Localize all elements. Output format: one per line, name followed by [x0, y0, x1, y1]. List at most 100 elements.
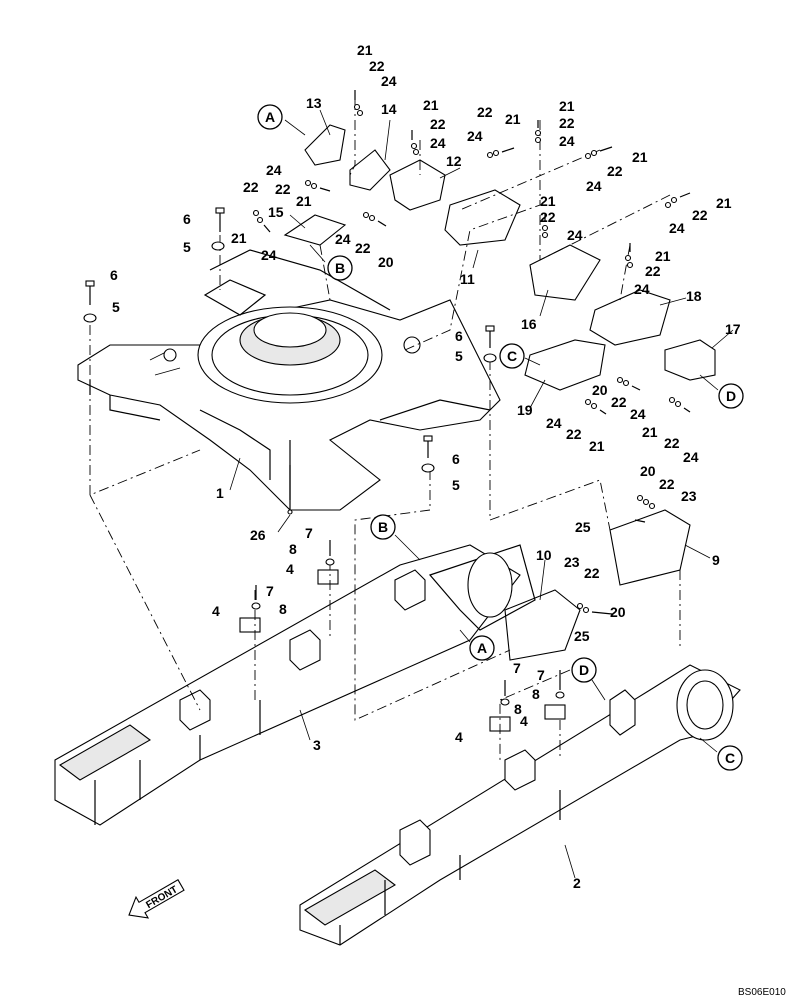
- drawing-code: BS06E010: [738, 987, 786, 998]
- front-arrow: FRONT: [128, 879, 185, 919]
- part-labels: 1 2 3 4 4 4 4 5 5 5 5 6 6 6 6 7 7 7 7 8 …: [110, 42, 741, 891]
- part-label-4: 4: [212, 603, 220, 619]
- part-label-4: 4: [286, 561, 294, 577]
- part-label-22: 22: [584, 565, 600, 581]
- ref-callouts: A B C D B A D C: [257, 104, 744, 771]
- part-label-26: 26: [250, 527, 266, 543]
- part-label-7: 7: [266, 583, 274, 599]
- part-label-24: 24: [381, 73, 397, 89]
- ref-circle-a-lower: A: [459, 629, 495, 661]
- ref-circle-c-lower: C: [699, 737, 743, 771]
- part-label-22: 22: [566, 426, 582, 442]
- part-label-22: 22: [645, 263, 661, 279]
- part-label-22: 22: [430, 116, 446, 132]
- ref-circle-d-top: D: [699, 374, 744, 409]
- part-label-22: 22: [664, 435, 680, 451]
- part-label-22: 22: [692, 207, 708, 223]
- part-label-21: 21: [540, 193, 556, 209]
- part-label-24: 24: [467, 128, 483, 144]
- part-label-24: 24: [630, 406, 646, 422]
- part-label-6: 6: [452, 451, 460, 467]
- part-label-8: 8: [514, 701, 522, 717]
- part-label-7: 7: [513, 660, 521, 676]
- part-label-5: 5: [112, 299, 120, 315]
- part-label-24: 24: [430, 135, 446, 151]
- part-label-4: 4: [455, 729, 463, 745]
- ref-circle-b-lower: B: [370, 514, 421, 561]
- upper-frame: [77, 249, 501, 511]
- ref-circle-a-top: A: [257, 104, 306, 136]
- part-label-22: 22: [243, 179, 259, 195]
- part-label-16: 16: [521, 316, 537, 332]
- part-label-21: 21: [642, 424, 658, 440]
- part-label-6: 6: [110, 267, 118, 283]
- part-label-5: 5: [183, 239, 191, 255]
- part-label-21: 21: [231, 230, 247, 246]
- part-label-24: 24: [634, 281, 650, 297]
- part-label-12: 12: [446, 153, 462, 169]
- part-label-10: 10: [536, 547, 552, 563]
- svg-text:A: A: [477, 640, 487, 656]
- svg-text:D: D: [726, 388, 736, 404]
- part-label-22: 22: [659, 476, 675, 492]
- track-frame: [54, 544, 741, 946]
- part-label-21: 21: [716, 195, 732, 211]
- part-label-20: 20: [378, 254, 394, 270]
- part-label-21: 21: [505, 111, 521, 127]
- part-label-20: 20: [610, 604, 626, 620]
- front-label: FRONT: [144, 884, 179, 911]
- part-label-24: 24: [559, 133, 575, 149]
- assembly-leader-lines: [89, 100, 681, 760]
- svg-text:C: C: [507, 348, 517, 364]
- part-label-24: 24: [546, 415, 562, 431]
- part-label-14: 14: [381, 101, 397, 117]
- part-label-24: 24: [683, 449, 699, 465]
- part-label-5: 5: [455, 348, 463, 364]
- part-label-24: 24: [266, 162, 282, 178]
- part-label-13: 13: [306, 95, 322, 111]
- part-label-20: 20: [592, 382, 608, 398]
- part-label-20: 20: [640, 463, 656, 479]
- part-label-7: 7: [537, 667, 545, 683]
- part-label-23: 23: [564, 554, 580, 570]
- part-label-21: 21: [559, 98, 575, 114]
- part-label-8: 8: [289, 541, 297, 557]
- part-label-24: 24: [567, 227, 583, 243]
- part-label-19: 19: [517, 402, 533, 418]
- part-label-22: 22: [611, 394, 627, 410]
- svg-text:B: B: [335, 260, 345, 276]
- pedestals: [179, 569, 636, 866]
- svg-text:A: A: [265, 109, 275, 125]
- cover-brackets: [283, 124, 716, 661]
- part-label-21: 21: [296, 193, 312, 209]
- bolts: [83, 90, 691, 706]
- part-label-15: 15: [268, 204, 284, 220]
- part-label-4: 4: [520, 713, 528, 729]
- part-label-21: 21: [423, 97, 439, 113]
- part-label-21: 21: [357, 42, 373, 58]
- part-label-21: 21: [655, 248, 671, 264]
- svg-text:D: D: [579, 662, 589, 678]
- part-label-7: 7: [305, 525, 313, 541]
- part-label-22: 22: [355, 240, 371, 256]
- part-label-8: 8: [279, 601, 287, 617]
- ref-circle-b-top: B: [309, 244, 353, 281]
- part-label-6: 6: [455, 328, 463, 344]
- part-label-22: 22: [275, 181, 291, 197]
- part-label-11: 11: [460, 271, 475, 287]
- part-label-21: 21: [589, 438, 605, 454]
- part-label-22: 22: [369, 58, 385, 74]
- part-label-22: 22: [607, 163, 623, 179]
- part-label-9: 9: [712, 552, 720, 568]
- part-label-24: 24: [335, 231, 351, 247]
- part-label-5: 5: [452, 477, 460, 493]
- part-label-22: 22: [559, 115, 575, 131]
- part-label-6: 6: [183, 211, 191, 227]
- part-label-24: 24: [669, 220, 685, 236]
- svg-text:B: B: [378, 519, 388, 535]
- part-label-22: 22: [477, 104, 493, 120]
- part-label-2: 2: [573, 875, 581, 891]
- part-label-25: 25: [574, 628, 590, 644]
- part-label-24: 24: [261, 247, 277, 263]
